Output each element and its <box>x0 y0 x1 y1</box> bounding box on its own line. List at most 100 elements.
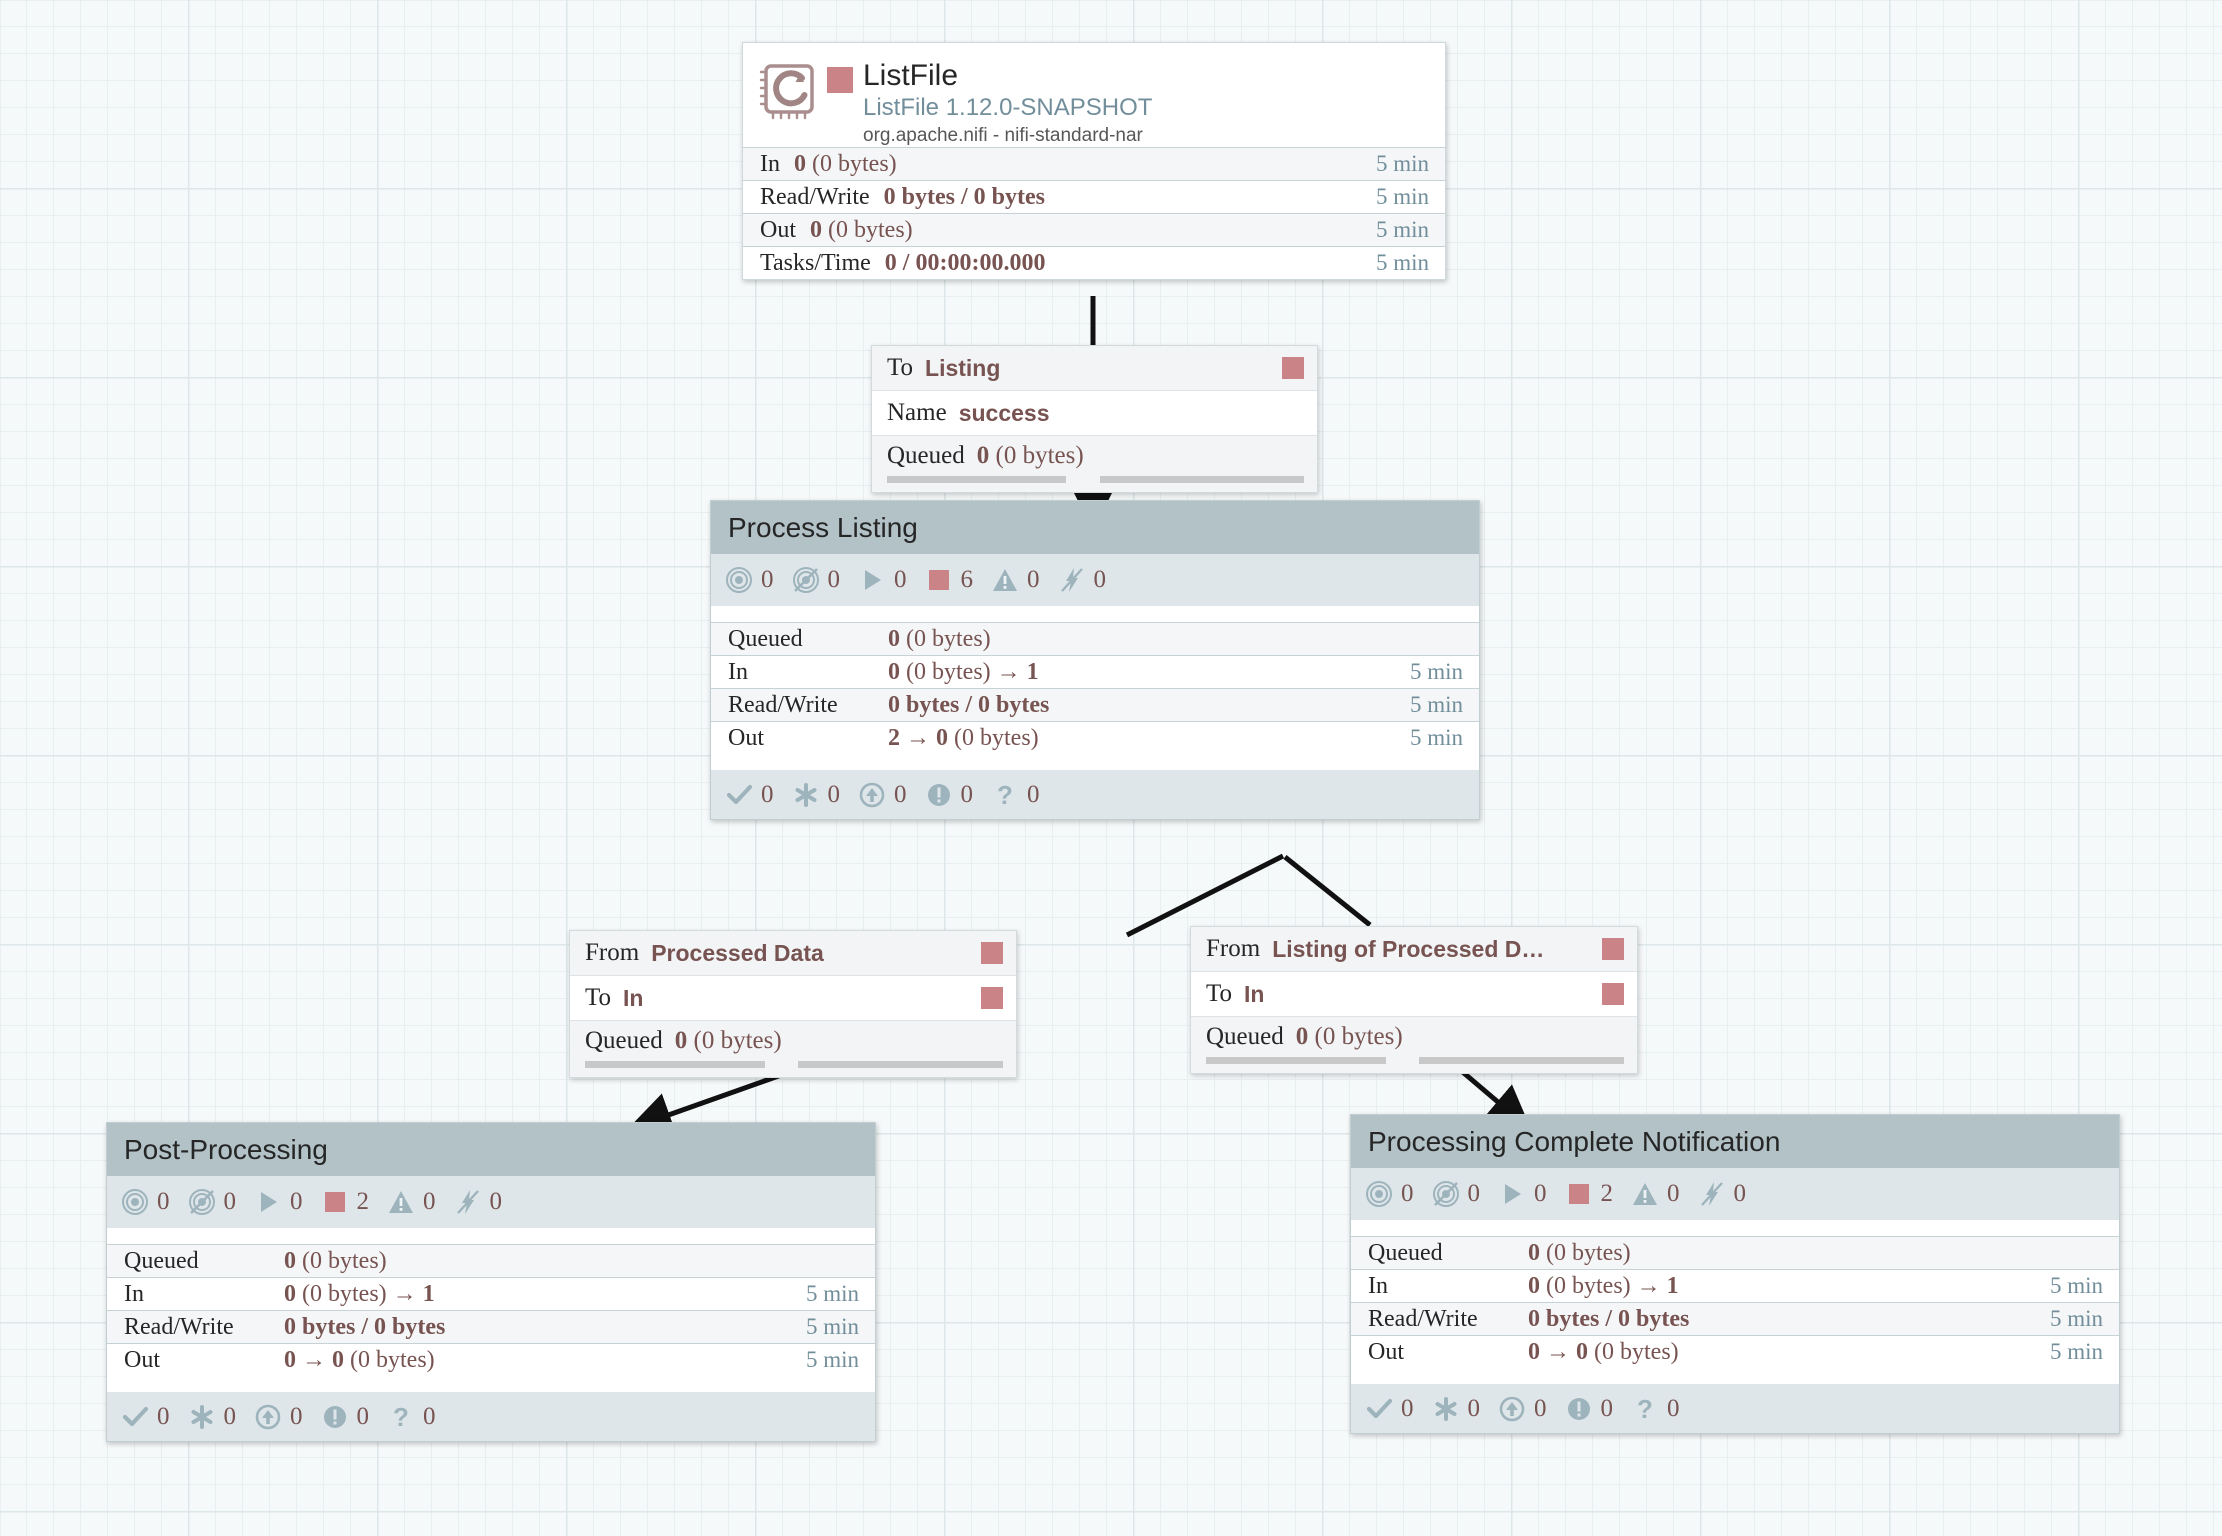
counter-invalid[interactable]: 0 <box>1631 1180 1680 1208</box>
exclamation-circle-icon <box>925 781 953 809</box>
counter-value: 0 <box>1667 1180 1680 1207</box>
counter-running[interactable]: 0 <box>254 1188 303 1216</box>
counter-invalid[interactable]: 0 <box>387 1188 436 1216</box>
group-stat-label: In <box>728 658 748 685</box>
counter-value: 0 <box>1467 1180 1481 1207</box>
connection-from-value: Processed Data <box>651 939 824 966</box>
counter-value: 0 <box>356 1402 370 1430</box>
counter-stale[interactable]: 0 <box>1565 1395 1613 1423</box>
asterisk-icon <box>188 1403 216 1431</box>
not-transmitting-icon <box>792 566 820 594</box>
connection-size-bar <box>1419 1057 1624 1064</box>
disabled-icon <box>454 1188 482 1216</box>
counter-stopped[interactable]: 6 <box>925 566 974 594</box>
connection-from-value: Listing of Processed D… <box>1272 935 1545 962</box>
running-icon <box>254 1188 282 1216</box>
group-stat-row: Out 0 → 0 (0 bytes) 5 min <box>1351 1335 2119 1368</box>
running-icon <box>858 566 886 594</box>
check-icon <box>1365 1395 1393 1423</box>
process-group-port-counters: 0 0 <box>711 770 1479 819</box>
counter-value: 0 <box>960 780 974 808</box>
connection-label-listing-of-processed-data[interactable]: From Listing of Processed D… To In Queue… <box>1190 926 1638 1074</box>
group-stat-row: In 0 (0 bytes) → 1 5 min <box>711 655 1479 688</box>
counter-transmitting[interactable]: 0 <box>1365 1180 1414 1208</box>
group-stat-row: Out 2 → 0 (0 bytes) 5 min <box>711 721 1479 754</box>
stopped-icon <box>925 566 953 594</box>
group-stat-label: In <box>124 1280 144 1307</box>
connection-size-bar <box>798 1061 1003 1068</box>
stat-value: 0 / 00:00:00.000 <box>884 249 1046 276</box>
connection-label-processed-data[interactable]: From Processed Data To In Queued 0 (0 by… <box>569 930 1017 1078</box>
stat-time: 5 min <box>1375 151 1429 176</box>
processor-type: ListFile 1.12.0-SNAPSHOT <box>863 94 1153 121</box>
counter-versioned[interactable]: 0 <box>1432 1395 1480 1423</box>
counter-up-to-date[interactable]: 0 <box>1498 1395 1547 1423</box>
processor-listfile[interactable]: ListFile ListFile 1.12.0-SNAPSHOT org.ap… <box>742 42 1446 280</box>
counter-disabled[interactable]: 0 <box>1058 566 1106 594</box>
stat-time: 5 min <box>1375 250 1429 275</box>
connection-to-value: Listing <box>925 354 1001 381</box>
processor-name: ListFile <box>863 59 959 92</box>
group-stat-time: 5 min <box>1409 725 1463 750</box>
connection-source-status-icon <box>1602 938 1624 960</box>
counter-stopped[interactable]: 2 <box>1565 1180 1613 1208</box>
group-stat-row: Read/Write 0 bytes / 0 bytes 5 min <box>107 1310 875 1343</box>
counter-versioned[interactable]: 0 <box>188 1403 236 1431</box>
counter-value: 0 <box>1027 566 1040 593</box>
counter-sync-failure[interactable]: ? 0 <box>387 1403 435 1431</box>
stat-value: 0 (0 bytes) <box>810 216 913 243</box>
counter-not-transmitting[interactable]: 0 <box>1432 1180 1481 1208</box>
connection-queued-value: 0 (0 bytes) <box>976 442 1084 469</box>
process-group-stats: Queued 0 (0 bytes) In 0 (0 bytes) → 1 5 … <box>711 622 1479 754</box>
group-stat-label: Read/Write <box>728 691 838 718</box>
counter-not-transmitting[interactable]: 0 <box>188 1188 237 1216</box>
processor-run-status-stopped-icon[interactable] <box>827 67 853 93</box>
counter-up-to-date[interactable]: 0 <box>858 781 907 809</box>
counter-not-transmitting[interactable]: 0 <box>792 566 840 594</box>
process-group-processing-complete-notification[interactable]: Processing Complete Notification 0 <box>1350 1114 2120 1434</box>
group-stat-value: 0 (0 bytes) → 1 <box>888 658 1039 685</box>
counter-up-to-date[interactable]: 0 <box>254 1403 303 1431</box>
counter-disabled[interactable]: 0 <box>1698 1180 1747 1208</box>
counter-valid[interactable]: 0 <box>1365 1395 1414 1423</box>
connection-source-row: From Listing of Processed D… <box>1191 927 1637 972</box>
bar-gap <box>765 1061 798 1068</box>
process-group-component-counters: 0 0 0 6 <box>711 554 1479 606</box>
question-mark-icon: ? <box>991 781 1019 809</box>
process-group-post-processing[interactable]: Post-Processing 0 <box>106 1122 876 1442</box>
counter-stopped[interactable]: 2 <box>321 1188 369 1216</box>
counter-sync-failure[interactable]: ? 0 <box>1631 1395 1679 1423</box>
connection-queued-value: 0 (0 bytes) <box>1295 1023 1403 1050</box>
exclamation-circle-icon <box>321 1403 349 1431</box>
group-stat-value: 0 (0 bytes) <box>1528 1239 1631 1266</box>
counter-invalid[interactable]: 0 <box>991 566 1040 594</box>
group-stat-label: Queued <box>124 1247 199 1274</box>
counter-valid[interactable]: 0 <box>121 1403 170 1431</box>
counter-sync-failure[interactable]: ? 0 <box>991 781 1039 809</box>
connection-label-listfile-to-listing[interactable]: To Listing Name success Queued 0 (0 byte… <box>871 345 1318 493</box>
counter-value: 0 <box>1733 1180 1747 1207</box>
processor-header: ListFile ListFile 1.12.0-SNAPSHOT org.ap… <box>743 43 1445 147</box>
transmitting-icon <box>725 566 753 594</box>
counter-running[interactable]: 0 <box>1498 1180 1547 1208</box>
counter-running[interactable]: 0 <box>858 566 907 594</box>
counter-value: 0 <box>223 1188 237 1215</box>
connection-to-key: To <box>887 354 914 381</box>
running-icon <box>1498 1180 1526 1208</box>
connection-destination-status-icon <box>981 987 1003 1009</box>
asterisk-icon <box>792 781 820 809</box>
counter-disabled[interactable]: 0 <box>454 1188 502 1216</box>
counter-valid[interactable]: 0 <box>725 781 774 809</box>
process-group-process-listing[interactable]: Process Listing 0 <box>710 500 1480 820</box>
counter-versioned[interactable]: 0 <box>792 781 840 809</box>
group-stat-value: 0 (0 bytes) → 1 <box>284 1280 435 1307</box>
counter-value: 6 <box>960 566 974 593</box>
counter-transmitting[interactable]: 0 <box>725 566 774 594</box>
process-group-title: Processing Complete Notification <box>1351 1115 2119 1168</box>
counter-stale[interactable]: 0 <box>925 780 974 809</box>
counter-stale[interactable]: 0 <box>321 1402 370 1431</box>
counter-transmitting[interactable]: 0 <box>121 1188 170 1216</box>
group-stat-row: In 0 (0 bytes) → 1 5 min <box>1351 1269 2119 1302</box>
connection-name-value: success <box>958 399 1050 426</box>
